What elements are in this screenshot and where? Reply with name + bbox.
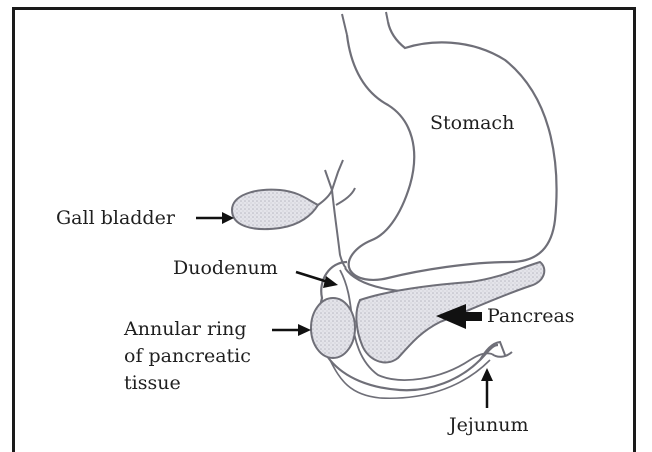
gall-bladder-shape <box>232 190 318 229</box>
jejunum-arrow <box>481 368 493 408</box>
stomach-shape <box>347 22 557 280</box>
pancreas-label: Pancreas <box>487 305 575 327</box>
annular-ring-label-line3: tissue <box>124 372 181 394</box>
gall-bladder-arrow <box>196 212 234 224</box>
esophagus-shape <box>342 12 388 35</box>
duodenum-label: Duodenum <box>173 257 278 279</box>
annular-ring-arrow <box>272 324 311 336</box>
annular-ring-label-line1: Annular ring <box>123 318 247 340</box>
duodenum-arrow <box>296 272 338 288</box>
jejunum-label: Jejunum <box>447 414 528 436</box>
stomach-label: Stomach <box>430 112 514 134</box>
annular-ring-label-line2: of pancreatic <box>124 345 251 367</box>
bile-duct-shape <box>318 160 355 268</box>
gall-bladder-label: Gall bladder <box>56 207 176 229</box>
annular-ring-shape <box>311 298 355 358</box>
